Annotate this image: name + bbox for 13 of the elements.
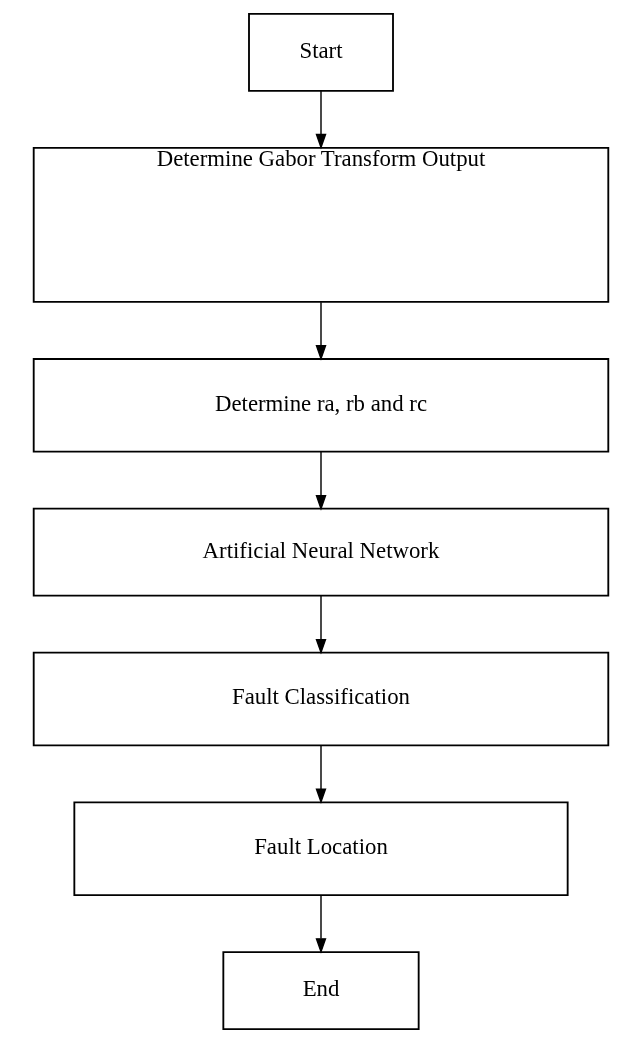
arrow: [315, 744, 326, 805]
arrow: [315, 90, 326, 150]
arrow: [315, 595, 326, 655]
arrow: [315, 894, 326, 954]
node-box: Artificial Neural Network: [32, 507, 609, 597]
node-box: End: [221, 951, 420, 1030]
node-box: Start: [247, 13, 394, 92]
arrow: [315, 451, 326, 511]
node-box: Fault Classification: [32, 651, 609, 747]
node-box: Determine ra, rb and rc: [32, 358, 609, 453]
node-box: Fault Location: [72, 801, 569, 896]
arrow: [315, 301, 326, 361]
node-box: Determine Gabor Transform Output: [32, 147, 609, 303]
